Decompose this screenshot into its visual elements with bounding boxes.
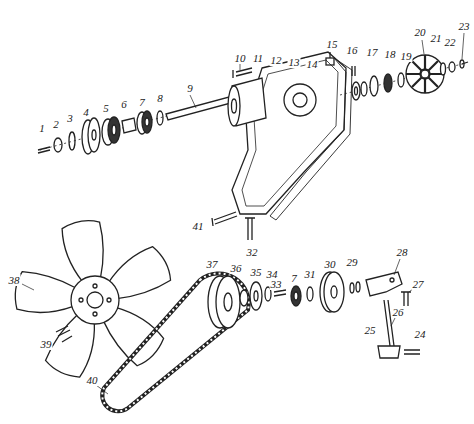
cotter-pin: [38, 147, 50, 153]
clamp: [378, 346, 400, 358]
callout-number: 17: [366, 46, 379, 58]
v-belt: [102, 273, 249, 411]
callout-number: 15: [326, 38, 339, 50]
pump-housing: [228, 52, 346, 214]
callout-number: 10: [234, 52, 247, 64]
callout-number: 20: [414, 26, 427, 38]
washer: [398, 73, 404, 87]
callout-number: 27: [412, 278, 425, 290]
idler-pulley: [320, 272, 344, 312]
callout-number: 36: [230, 262, 243, 274]
washer: [69, 132, 75, 150]
leader-lines: [22, 33, 464, 394]
callout-number: 9: [186, 82, 194, 94]
callout-number: 37: [206, 258, 219, 270]
seal-ring: [370, 76, 378, 96]
bolt: [401, 292, 411, 306]
washer: [441, 63, 446, 75]
washers: [350, 282, 360, 293]
callout-number: 32: [246, 246, 259, 258]
callout-number: 23: [458, 20, 471, 32]
callout-number: 7: [138, 96, 146, 108]
spring: [384, 74, 392, 92]
cap: [240, 290, 248, 306]
bolt: [212, 212, 237, 226]
callout-number: 24: [414, 328, 427, 340]
ring: [307, 287, 313, 301]
fan: [13, 218, 174, 381]
callout-number: 31: [304, 268, 317, 280]
callout-number: 12: [270, 54, 283, 66]
fitting: [326, 52, 334, 65]
callout-number: 14: [306, 58, 319, 70]
callout-number: 38: [8, 274, 21, 286]
bearing: [102, 117, 120, 145]
bearing: [291, 286, 301, 306]
seal: [352, 82, 360, 100]
callout-number: 33: [270, 278, 283, 290]
bracket: [366, 272, 402, 296]
callout-number: 21: [430, 32, 443, 44]
callout-number: 26: [392, 306, 405, 318]
hub-flange: [82, 118, 100, 154]
callout-number: 25: [364, 324, 377, 336]
callout-number: 11: [252, 52, 264, 64]
bolt: [460, 60, 468, 68]
callout-number: 41: [192, 220, 205, 232]
bolt: [404, 350, 420, 354]
callout-number: 8: [156, 92, 164, 104]
callout-number: 1: [38, 122, 46, 134]
callout-number: 35: [250, 266, 263, 278]
callout-number: 6: [120, 98, 128, 110]
ring: [361, 82, 367, 96]
callout-number: 39: [40, 338, 53, 350]
callout-number: 28: [396, 246, 409, 258]
callout-number: 18: [384, 48, 397, 60]
stud: [352, 66, 355, 76]
bearing: [137, 111, 152, 134]
callout-number: 30: [324, 258, 337, 270]
callout-number: 5: [102, 102, 110, 114]
callout-number: 22: [444, 36, 457, 48]
callout-number: 13: [288, 56, 301, 68]
nut: [54, 138, 62, 152]
pulley: [208, 276, 240, 328]
pulley-hub: [250, 282, 262, 310]
callout-number: 40: [86, 374, 99, 386]
bolt: [56, 326, 72, 342]
bolt: [274, 290, 286, 296]
ring: [157, 111, 163, 125]
callout-number: 3: [66, 112, 74, 124]
callout-number: 16: [346, 44, 359, 56]
bolt: [245, 218, 255, 240]
spacer: [122, 118, 136, 133]
gasket: [270, 58, 352, 220]
callout-number: 2: [52, 118, 60, 130]
callout-number: 7: [290, 272, 298, 284]
callout-number: 4: [82, 106, 90, 118]
bolt: [233, 68, 252, 78]
nut: [449, 62, 455, 72]
callout-number: 19: [400, 50, 413, 62]
callout-number: 29: [346, 256, 359, 268]
